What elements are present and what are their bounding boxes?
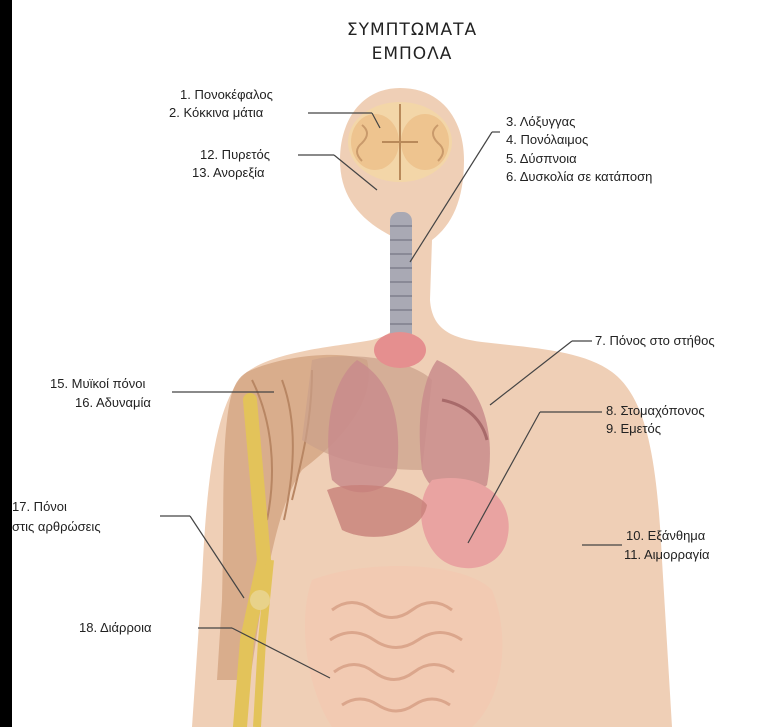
label-chest-pain: 7. Πόνος στο στήθος [595, 334, 715, 347]
diagram-title-line-1: ΣΥΜΠΤΩΜΑΤΑ [322, 20, 502, 40]
brain [348, 102, 452, 182]
label-anorexia: 13. Ανορεξία [192, 166, 265, 179]
human-body-illustration [12, 0, 764, 727]
label-headache: 1. Πονοκέφαλος [180, 88, 273, 101]
label-sore-throat: 4. Πονόλαιμος [506, 133, 588, 146]
label-weakness: 16. Αδυναμία [75, 396, 151, 409]
label-muscle-pain: 15. Μυϊκοί πόνοι [50, 377, 145, 390]
trachea [390, 212, 412, 342]
diagram-title-line-2: ΕΜΠΟΛΑ [322, 44, 502, 64]
label-joint-pain-line-1: 17. Πόνοι [12, 500, 67, 513]
label-swallowing-difficulty: 6. Δυσκολία σε κατάποση [506, 170, 652, 183]
label-stomach-pain: 8. Στομαχόπονος [606, 404, 705, 417]
label-vomiting: 9. Εμετός [606, 422, 661, 435]
label-red-eyes: 2. Κόκκινα μάτια [169, 106, 263, 119]
label-hiccups: 3. Λόξυγγας [506, 115, 575, 128]
intestines [305, 566, 502, 727]
label-bleeding: 11. Αιμορραγία [624, 548, 710, 561]
label-joint-pain-line-2: στις αρθρώσεις [12, 520, 101, 533]
label-rash: 10. Εξάνθημα [626, 529, 705, 542]
label-diarrhea: 18. Διάρροια [79, 621, 151, 634]
label-fever: 12. Πυρετός [200, 148, 270, 161]
label-dyspnea: 5. Δύσπνοια [506, 152, 577, 165]
diagram-canvas: ΣΥΜΠΤΩΜΑΤΑ ΕΜΠΟΛΑ 1. Πονοκέφαλος 2. Κόκκ… [12, 0, 764, 727]
